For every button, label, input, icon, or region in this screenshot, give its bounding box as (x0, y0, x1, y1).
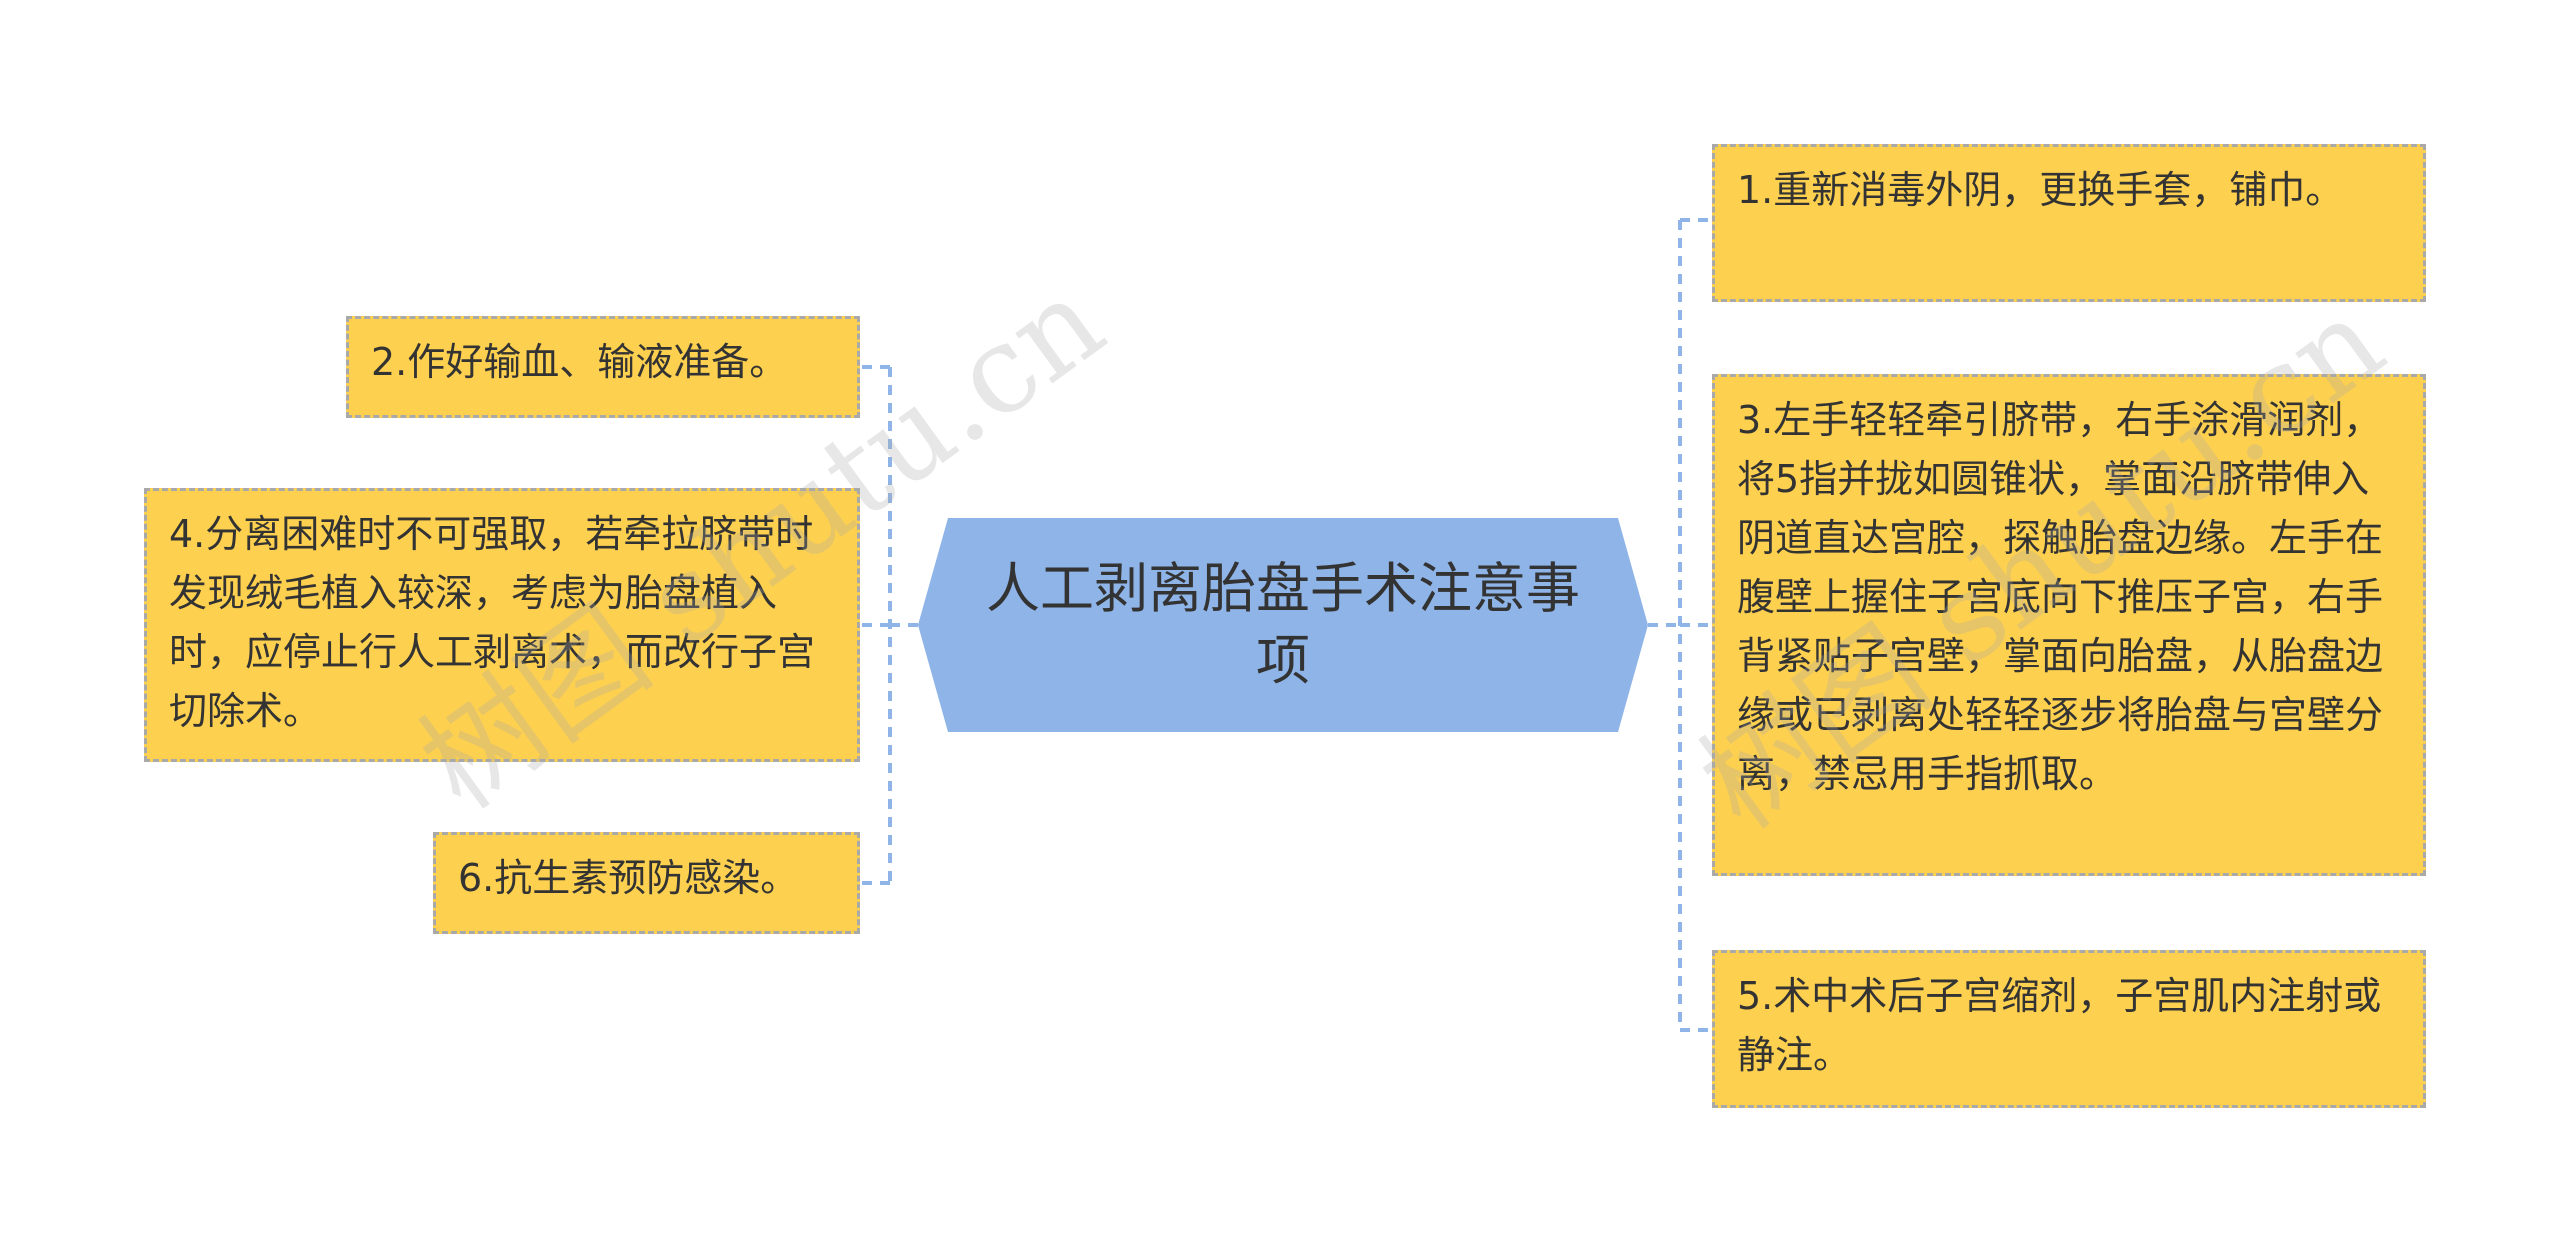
topic-node-3[interactable]: 3.左手轻轻牵引脐带，右手涂滑润剂，将5指并拢如圆锥状，掌面沿脐带伸入阴道直达宫… (1712, 374, 2426, 876)
topic-node-5[interactable]: 5.术中术后子宫缩剂，子宫肌内注射或静注。 (1712, 950, 2426, 1108)
topic-node-2[interactable]: 2.作好输血、输液准备。 (346, 316, 860, 418)
topic-node-4[interactable]: 4.分离困难时不可强取，若牵拉脐带时发现绒毛植入较深，考虑为胎盘植入时，应停止行… (144, 488, 860, 762)
topic-node-6[interactable]: 6.抗生素预防感染。 (433, 832, 860, 934)
central-topic-shape (918, 518, 1648, 732)
central-topic[interactable]: 人工剥离胎盘手术注意事项 (918, 518, 1648, 732)
topic-node-6-text: 6.抗生素预防感染。 (458, 856, 799, 900)
topic-node-1[interactable]: 1.重新消毒外阴，更换手套，铺巾。 (1712, 144, 2426, 302)
topic-node-2-text: 2.作好输血、输液准备。 (371, 340, 788, 384)
topic-node-4-text: 4.分离困难时不可强取，若牵拉脐带时发现绒毛植入较深，考虑为胎盘植入时，应停止行… (169, 512, 816, 733)
central-topic-label: 人工剥离胎盘手术注意事项 (986, 557, 1580, 692)
topic-node-3-text: 3.左手轻轻牵引脐带，右手涂滑润剂，将5指并拢如圆锥状，掌面沿脐带伸入阴道直达宫… (1737, 398, 2384, 796)
topic-node-1-text: 1.重新消毒外阴，更换手套，铺巾。 (1737, 168, 2344, 212)
topic-node-5-text: 5.术中术后子宫缩剂，子宫肌内注射或静注。 (1737, 974, 2382, 1077)
